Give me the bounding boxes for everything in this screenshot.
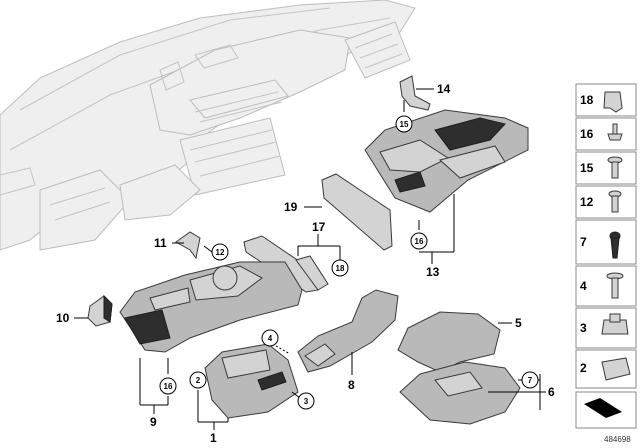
label-9: 9: [150, 415, 157, 429]
label-1: 1: [210, 431, 217, 445]
document-id: 484698: [604, 435, 631, 444]
part-6-column-cover-lower[interactable]: [399, 361, 521, 425]
legend-label-12: 12: [580, 195, 594, 209]
callout-circle-12: [211, 243, 229, 261]
label-18: 18: [336, 264, 345, 273]
label-14: 14: [437, 82, 451, 96]
callout-circle-3: [297, 392, 315, 410]
legend-label-3: 3: [580, 321, 587, 335]
label-8: 8: [348, 378, 355, 392]
legend-box-12: [575, 185, 637, 219]
leader-lines: [74, 88, 546, 430]
legend-box-16: [575, 117, 637, 151]
callout-circle-2: [189, 371, 207, 389]
legend-label-4: 4: [580, 279, 587, 293]
part-8-column-duct[interactable]: [297, 289, 399, 373]
dashboard-background: [0, 0, 416, 251]
part-13-knee-panel[interactable]: [364, 109, 529, 213]
label-17: 17: [312, 220, 326, 234]
callout-circle-4: [261, 329, 279, 347]
label-2: 2: [196, 376, 201, 385]
label-15: 15: [400, 120, 409, 129]
label-12: 12: [216, 248, 225, 257]
label-7: 7: [528, 376, 533, 385]
label-10: 10: [56, 311, 70, 325]
callout-circles: [159, 115, 539, 410]
part-19-trim-strip[interactable]: [321, 173, 393, 251]
part-11-clip[interactable]: [175, 231, 201, 260]
callout-circle-16-bottom: [159, 377, 177, 395]
part-5-column-cover-upper[interactable]: [397, 311, 501, 373]
callout-circle-7: [521, 371, 539, 389]
part-14-bracket[interactable]: [399, 75, 431, 111]
label-19: 19: [284, 200, 298, 214]
fastener-legend: 18 16 15 12 7 4 3 2: [575, 83, 637, 429]
label-4: 4: [268, 334, 273, 343]
part-9-lower-panel[interactable]: [119, 261, 303, 353]
callout-labels: 14 15 16 13 19 17 18 11 12 10 16 9 2 3 4…: [56, 82, 555, 445]
part-10-block[interactable]: [87, 294, 113, 327]
rivet-16-icon: [607, 133, 623, 141]
label-3: 3: [304, 397, 309, 406]
legend-box-4: [575, 265, 637, 307]
clip-18-icon: [603, 91, 623, 113]
callout-circle-16-top: [410, 232, 428, 250]
callout-circle-18: [331, 259, 349, 277]
legend-label-7: 7: [580, 235, 587, 249]
legend-label-16: 16: [580, 127, 594, 141]
label-11: 11: [154, 236, 167, 250]
label-13: 13: [426, 265, 440, 279]
clip-nut-2-icon: [601, 357, 631, 381]
label-16-top: 16: [415, 237, 424, 246]
legend-label-15: 15: [580, 161, 594, 175]
legend-box-7: [575, 219, 637, 265]
callout-circle-15: [395, 115, 413, 133]
legend-label-2: 2: [580, 361, 587, 375]
legend-label-18: 18: [580, 93, 594, 107]
part-1-glovebox[interactable]: [204, 343, 299, 419]
set-symbol-icon: [584, 398, 622, 418]
label-16-bottom: 16: [164, 382, 173, 391]
label-5: 5: [515, 316, 522, 330]
label-6: 6: [548, 385, 555, 399]
legend-box-15: [575, 151, 637, 185]
